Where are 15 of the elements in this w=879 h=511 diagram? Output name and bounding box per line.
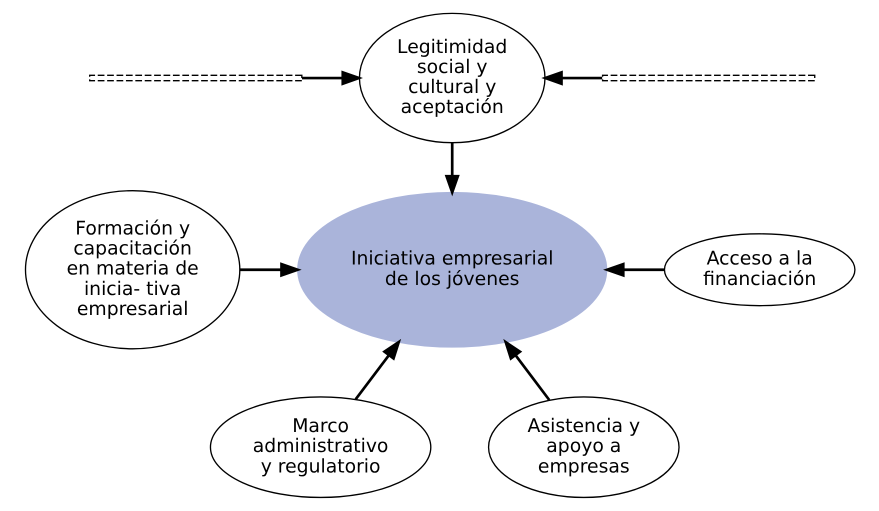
- arrow: [540, 70, 602, 86]
- node-ellipse: Formación y capacitación en materia de inicia- tiva empresarial: [24, 190, 240, 350]
- arrow: [354, 338, 401, 400]
- node-ellipse: Marco administrativo y regulatorio: [209, 396, 431, 498]
- node-bar: [88, 74, 302, 82]
- node-ellipse: Acceso a la financiación: [663, 233, 856, 306]
- arrow: [240, 262, 302, 278]
- arrow: [444, 142, 460, 196]
- arrow: [502, 338, 550, 401]
- arrow: [602, 262, 664, 278]
- node-ellipse: Asistencia y apoyo a empresas: [487, 396, 680, 498]
- node-ellipse: Iniciativa empresarial de los jóvenes: [296, 192, 607, 348]
- arrow: [301, 70, 362, 86]
- node-ellipse: Legitimidad social y cultural y aceptación: [358, 12, 546, 144]
- node-bar: [601, 74, 815, 82]
